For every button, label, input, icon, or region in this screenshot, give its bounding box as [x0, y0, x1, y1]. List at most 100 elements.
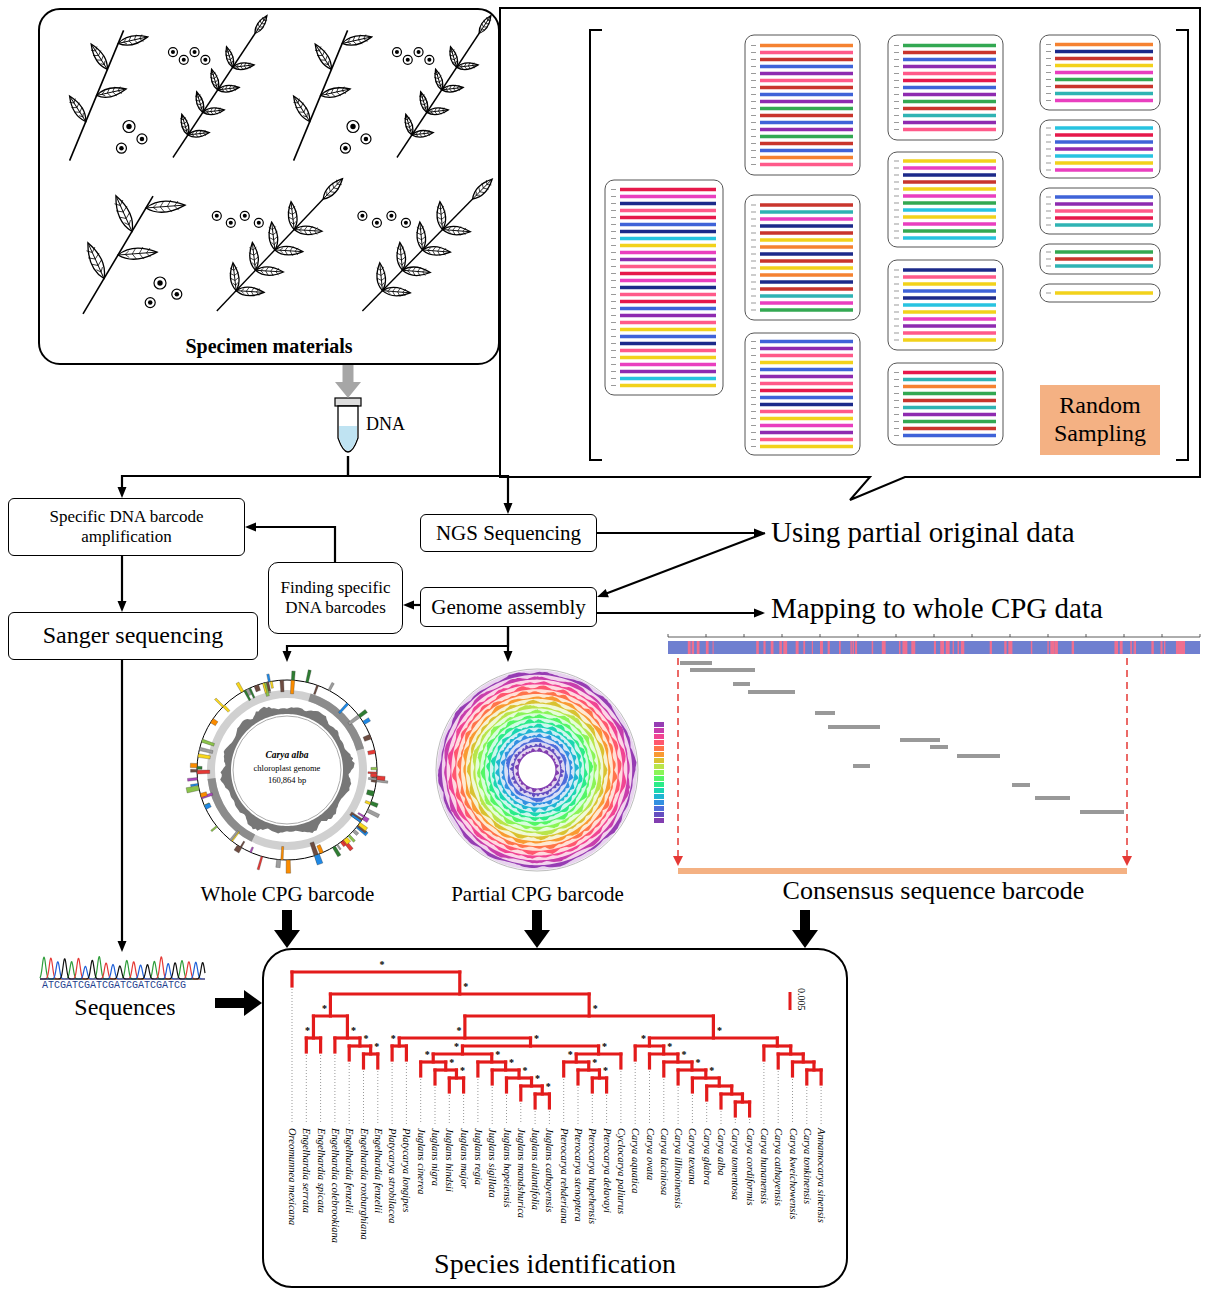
ruler-tick	[1162, 634, 1163, 637]
leaf-vein	[464, 66, 467, 69]
fruit	[340, 143, 350, 153]
leaf-vein	[139, 35, 143, 39]
leaf-vein	[222, 89, 224, 91]
tree-branch	[364, 1052, 378, 1055]
species-name: Carya cordiformis	[744, 1128, 756, 1206]
read-line	[760, 135, 853, 139]
read-tick	[751, 87, 756, 88]
leaf-vein	[438, 75, 442, 78]
arrowhead	[335, 382, 361, 398]
label-anchor: Engelhardia serrata	[300, 1128, 312, 1213]
tip-guide	[420, 1079, 421, 1124]
ring-band	[461, 694, 613, 846]
read-tick	[751, 261, 756, 262]
leaf-vein	[248, 65, 250, 68]
leaf-vein	[271, 242, 274, 245]
connector-arrow	[215, 990, 262, 1016]
read-line	[903, 166, 996, 170]
tree-branch	[649, 1036, 777, 1039]
leaf-vein	[133, 35, 137, 40]
fruit-seed	[182, 58, 186, 62]
tree-branch	[721, 1092, 742, 1095]
leaf-vein	[276, 272, 279, 276]
gene-block	[240, 841, 245, 848]
read-line	[620, 293, 716, 297]
read-line	[903, 215, 996, 219]
tip-guide	[721, 1111, 722, 1124]
leaf-vein	[107, 92, 111, 97]
label-anchor: Carya texana	[686, 1128, 698, 1185]
support-value: *	[495, 1050, 500, 1060]
leaf-vein	[441, 211, 446, 214]
connector-arrow	[348, 456, 513, 514]
node-label: Random Sampling	[1046, 392, 1154, 447]
read-tick	[751, 129, 756, 130]
leaf-vein	[221, 87, 223, 89]
leaf-vein	[424, 102, 428, 105]
label-anchor: Pterocarya delavayi	[601, 1128, 613, 1213]
leaf-vein	[330, 183, 335, 188]
leaf-vein	[251, 287, 254, 292]
read-tick	[611, 252, 616, 253]
consensus-bar	[678, 868, 1127, 874]
leaf	[432, 68, 445, 91]
gene-block	[368, 777, 376, 780]
read-tick	[751, 282, 756, 283]
leaf-vein	[87, 249, 93, 254]
leaf	[415, 222, 427, 251]
leaf	[456, 61, 478, 70]
leaf-vein	[416, 134, 418, 136]
ruler-tick	[782, 634, 783, 637]
connector-line	[121, 556, 123, 602]
tree-branch	[778, 1052, 803, 1055]
read-line	[620, 314, 716, 318]
read-tick	[611, 224, 616, 225]
leaf-vein	[448, 227, 451, 230]
leaf-blade	[96, 85, 127, 100]
variant-stripe	[764, 641, 766, 654]
leaf-vein	[460, 65, 462, 67]
leaf-vein	[381, 277, 385, 280]
ring-swatch	[654, 818, 664, 823]
leaf-vein	[416, 232, 421, 235]
leaf-vein	[357, 35, 361, 40]
leaf-vein	[233, 85, 235, 88]
tip-guide	[306, 1055, 307, 1124]
read-line	[760, 294, 853, 298]
label-anchor: Platycarya longipes	[400, 1128, 412, 1212]
ruler-tick	[972, 634, 973, 637]
connector-arrow	[597, 529, 765, 538]
label-anchor: ATCGATCGATCGATCGATCGATCG	[42, 980, 186, 992]
support-value: *	[322, 1004, 327, 1014]
read-tick	[894, 333, 899, 334]
leaf-vein	[376, 273, 381, 276]
tree-branch	[548, 1094, 551, 1108]
leaf	[82, 240, 109, 281]
read-line	[760, 58, 853, 62]
leaf	[236, 286, 265, 297]
arrowhead	[118, 601, 127, 612]
leaf-vein	[419, 95, 422, 98]
leaf-vein	[251, 292, 254, 297]
leaf-vein	[132, 254, 136, 260]
read-line	[620, 258, 716, 262]
read-line	[620, 251, 716, 255]
leaf	[294, 225, 323, 236]
read-tick	[611, 357, 616, 358]
node-label: Whole CPG barcode	[180, 882, 395, 906]
tip-guide	[635, 1063, 636, 1124]
support-value: *	[641, 1034, 646, 1044]
leaf-vein	[439, 111, 442, 115]
read-group	[745, 35, 860, 175]
read-tick	[894, 80, 899, 81]
tree-branch	[805, 1070, 808, 1084]
leaf-blade	[202, 107, 224, 116]
tree-branch	[419, 1062, 422, 1076]
ring-band	[451, 684, 622, 855]
leaf-midrib	[382, 291, 409, 293]
read-tick	[1046, 170, 1051, 171]
read-tick	[611, 210, 616, 211]
label-anchor: *	[374, 1042, 379, 1052]
tree-branch	[313, 1014, 347, 1017]
read-line	[903, 296, 996, 300]
